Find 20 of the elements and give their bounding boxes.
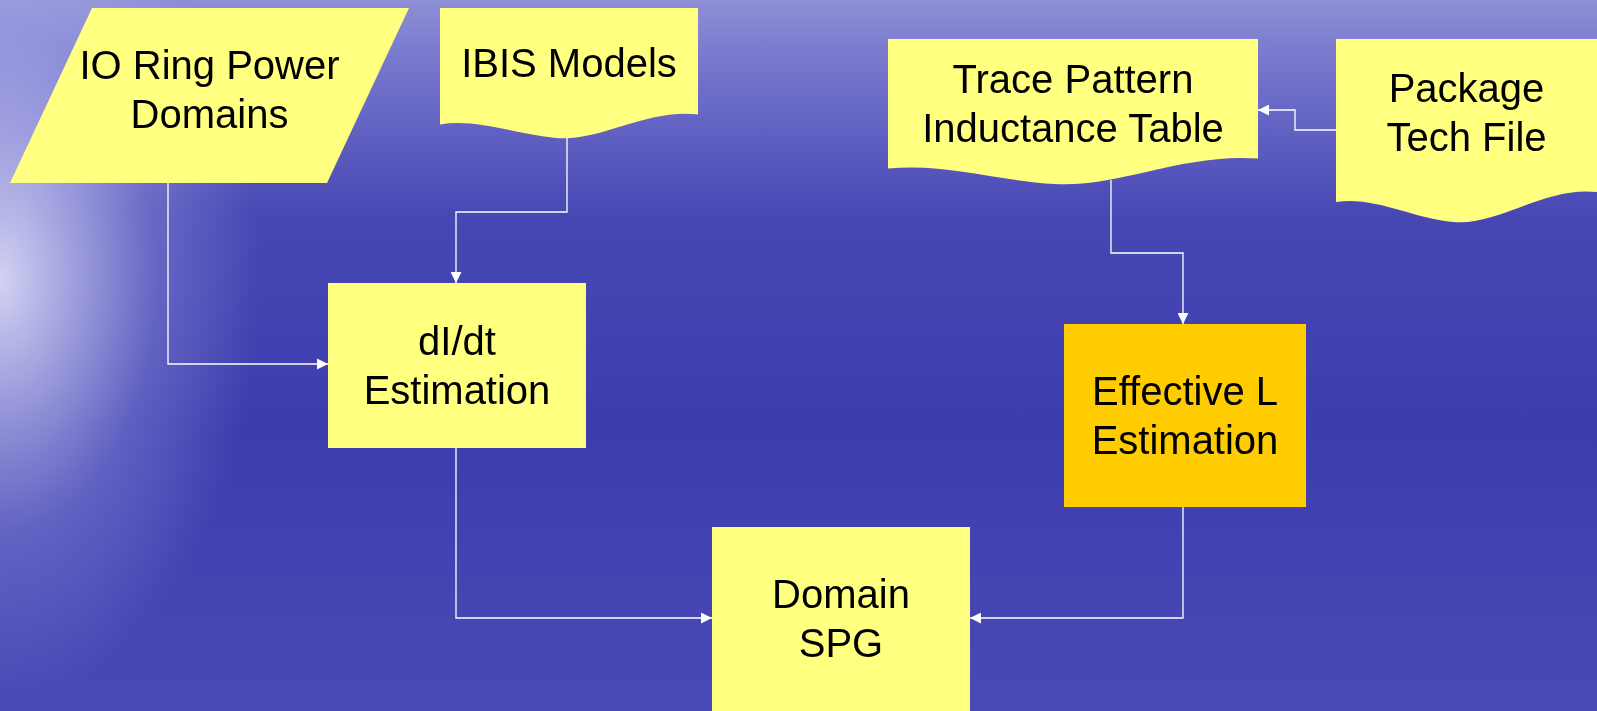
document-shape [440, 8, 698, 138]
node-label: IO Ring Power Domains [78, 41, 341, 138]
connector-arrow [167, 182, 329, 370]
node-label: IBIS Models [460, 39, 678, 87]
process-box [1064, 324, 1306, 507]
node-label: dI/dt Estimation [362, 317, 552, 414]
connector-arrow [1257, 104, 1337, 131]
process-box [328, 283, 586, 448]
document-shape [888, 39, 1258, 184]
connector-arrow [1110, 179, 1189, 325]
connector-arrow [969, 506, 1184, 624]
document-shape [1336, 39, 1597, 222]
input-parallelogram [10, 8, 409, 183]
connector-arrow [450, 135, 568, 284]
node-label: Domain SPG [771, 571, 911, 667]
node-label: Effective L Estimation [1090, 367, 1280, 464]
connector-arrow [455, 447, 713, 624]
process-box [712, 527, 970, 711]
node-label: Trace Pattern Inductance Table [921, 55, 1225, 152]
node-label: Package Tech File [1385, 64, 1548, 161]
